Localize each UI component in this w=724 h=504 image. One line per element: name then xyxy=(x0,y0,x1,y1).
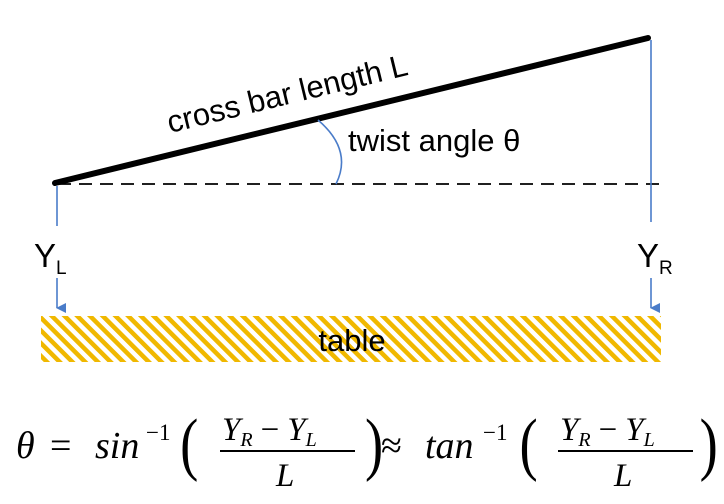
num1-yr: Y xyxy=(222,412,244,448)
formula-sin-exponent: −1 xyxy=(146,420,170,445)
formula-denominator-2: L xyxy=(613,458,632,494)
num1-r-sub: R xyxy=(239,429,252,451)
formula-sin: sin xyxy=(95,425,139,467)
formula-right-paren-1: ) xyxy=(365,405,383,483)
formula-right-paren-2: ) xyxy=(700,405,718,483)
formula-tan-exponent: −1 xyxy=(483,420,507,445)
num1-minus: − xyxy=(261,412,280,448)
num2-l-sub: L xyxy=(643,429,655,451)
angle-arc xyxy=(317,119,343,185)
formula-equals: = xyxy=(50,425,71,467)
formula-approx: ≈ xyxy=(381,425,402,467)
y-right-label: YR xyxy=(637,237,673,279)
twist-angle-label: twist angle θ xyxy=(348,123,520,158)
num1-l-sub: L xyxy=(305,429,317,451)
cross-bar xyxy=(52,35,651,186)
num2-yl: Y xyxy=(625,412,647,448)
y-left-main: Y xyxy=(34,237,56,274)
formula-left-paren-1: ( xyxy=(180,405,198,483)
y-left-label: YL xyxy=(34,237,67,279)
num2-r-sub: R xyxy=(577,429,590,451)
twist-angle-formula: θ = sin −1 ( YR−YL L ) ≈ tan −1 ( YR−YL … xyxy=(16,405,718,494)
formula-denominator-1: L xyxy=(275,458,294,494)
formula-numerator-1: YR−YL xyxy=(222,412,317,451)
table-surface xyxy=(41,316,661,362)
y-right-subscript: R xyxy=(659,258,673,279)
num2-yr: Y xyxy=(560,412,582,448)
formula-tan: tan xyxy=(425,425,474,467)
formula-numerator-2: YR−YL xyxy=(560,412,655,451)
num2-minus: − xyxy=(599,412,618,448)
formula-left-paren-2: ( xyxy=(519,405,537,483)
y-left-subscript: L xyxy=(56,258,67,279)
num1-yl: Y xyxy=(287,412,309,448)
table-label: table xyxy=(318,323,385,358)
y-right-main: Y xyxy=(637,237,659,274)
formula-theta: θ xyxy=(16,425,35,467)
